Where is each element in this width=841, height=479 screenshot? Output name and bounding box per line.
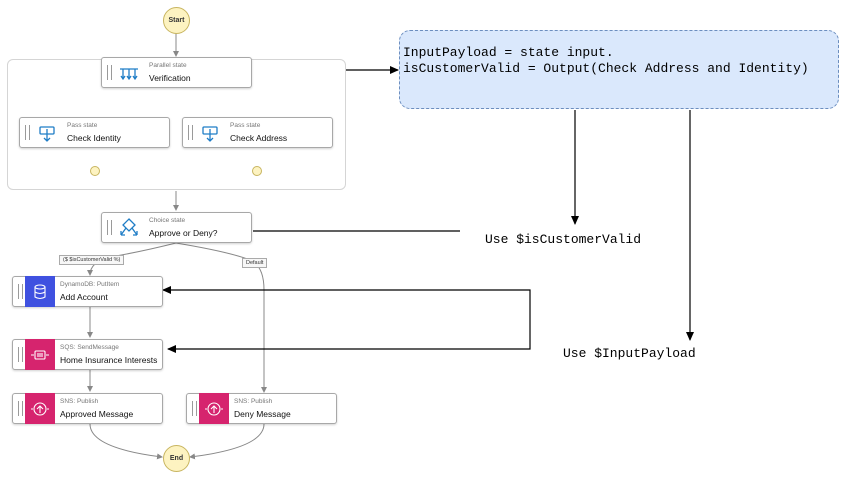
sqs-icon xyxy=(25,339,55,370)
state-name: Verification xyxy=(149,73,191,83)
sns-icon xyxy=(199,393,229,424)
state-type: SNS: Publish xyxy=(234,398,273,405)
state-name: Home Insurance Interests xyxy=(60,355,158,365)
task-approved-message[interactable]: SNS: Publish Approved Message xyxy=(12,393,163,424)
parallel-state-verification[interactable]: Parallel state Verification xyxy=(101,57,252,88)
use-customer-valid-label: Use $isCustomerValid xyxy=(485,232,642,247)
arrow-payload-account xyxy=(162,286,531,350)
note-line-2: isCustomerValid = Output(Check Address a… xyxy=(403,61,809,76)
edge-deny-end xyxy=(189,423,265,460)
state-name: Deny Message xyxy=(234,409,291,419)
pass-icon xyxy=(195,118,225,147)
note-text: InputPayload = state input. isCustomerVa… xyxy=(403,45,809,77)
task-deny-message[interactable]: SNS: Publish Deny Message xyxy=(186,393,337,424)
state-type: Choice state xyxy=(149,217,186,224)
edge-approved-end xyxy=(89,423,163,460)
drag-handle[interactable] xyxy=(192,401,197,416)
drag-handle[interactable] xyxy=(25,125,30,140)
default-label: Default xyxy=(242,258,268,268)
choice-icon xyxy=(114,213,144,242)
drag-handle[interactable] xyxy=(18,284,23,299)
end-node: End xyxy=(163,445,190,472)
choice-state-approve-or-deny[interactable]: Choice state Approve or Deny? xyxy=(101,212,252,243)
state-type: Pass state xyxy=(230,122,261,129)
state-name: Approve or Deny? xyxy=(149,228,218,238)
state-name: Approved Message xyxy=(60,409,134,419)
branch-end-identity xyxy=(90,166,100,176)
pass-state-check-identity[interactable]: Pass state Check Identity xyxy=(19,117,170,148)
state-name: Add Account xyxy=(60,292,108,302)
pass-state-check-address[interactable]: Pass state Check Address xyxy=(182,117,333,148)
branch-end-address xyxy=(252,166,262,176)
condition-label: ($ $isCustomerValid %) xyxy=(59,255,125,265)
end-label: End xyxy=(169,455,184,462)
state-type: DynamoDB: PutItem xyxy=(60,281,120,288)
start-node: Start xyxy=(163,7,190,34)
start-label: Start xyxy=(168,17,185,24)
drag-handle[interactable] xyxy=(18,347,23,362)
pass-icon xyxy=(32,118,62,147)
parallel-icon xyxy=(114,58,144,87)
dynamodb-icon xyxy=(25,276,55,307)
state-type: Pass state xyxy=(67,122,98,129)
state-name: Check Address xyxy=(230,133,288,143)
drag-handle[interactable] xyxy=(107,65,112,80)
drag-handle[interactable] xyxy=(188,125,193,140)
note-line-1: InputPayload = state input. xyxy=(403,45,614,60)
sns-icon xyxy=(25,393,55,424)
payload-note: InputPayload = state input. isCustomerVa… xyxy=(399,30,839,109)
drag-handle[interactable] xyxy=(107,220,112,235)
state-type: SQS: SendMessage xyxy=(60,344,119,351)
use-input-payload-label: Use $InputPayload xyxy=(563,346,696,361)
drag-handle[interactable] xyxy=(18,401,23,416)
state-type: Parallel state xyxy=(149,62,187,69)
task-home-insurance-interests[interactable]: SQS: SendMessage Home Insurance Interest… xyxy=(12,339,163,370)
task-add-account[interactable]: DynamoDB: PutItem Add Account xyxy=(12,276,163,307)
state-name: Check Identity xyxy=(67,133,121,143)
state-type: SNS: Publish xyxy=(60,398,99,405)
